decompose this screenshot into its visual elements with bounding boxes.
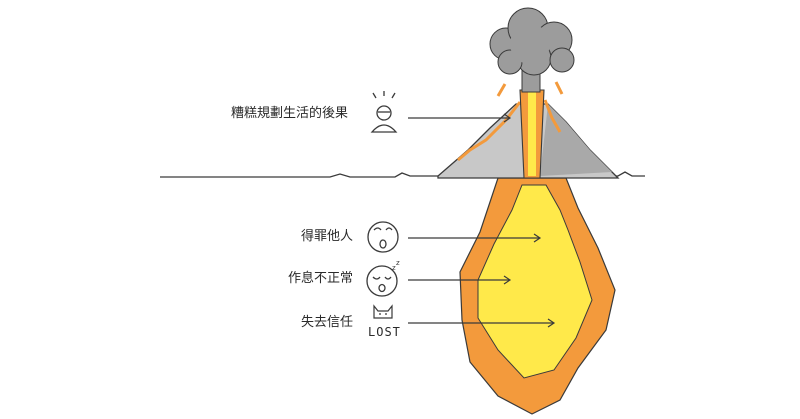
label-offend: 得罪他人 (301, 229, 354, 244)
surprised-face-icon (367, 221, 399, 253)
sleepy-face-icon: z z (366, 259, 400, 297)
arrow-consequence (408, 113, 512, 123)
label-trust: 失去信任 (301, 315, 354, 330)
lava-spark-1 (496, 83, 507, 97)
magma-chamber-inner (477, 184, 593, 379)
stressed-person-icon (370, 91, 398, 133)
lost-word: LOST (368, 325, 401, 339)
conduit-core (528, 92, 536, 176)
smoke-cloud-fill (510, 24, 550, 64)
lava-spark-2 (554, 81, 564, 95)
label-routine: 作息不正常 (288, 271, 354, 286)
arrow-trust (408, 318, 556, 328)
lost-cat-icon (373, 304, 393, 319)
svg-text:z: z (396, 259, 400, 267)
svg-text:z: z (392, 264, 396, 272)
label-consequence: 糟糕規劃生活的後果 (231, 106, 349, 121)
arrow-routine (408, 275, 512, 285)
arrow-offend (408, 233, 542, 243)
lava-flow-right (543, 99, 562, 133)
volcano-shadow (540, 104, 612, 176)
lava-flow-left (457, 101, 522, 162)
